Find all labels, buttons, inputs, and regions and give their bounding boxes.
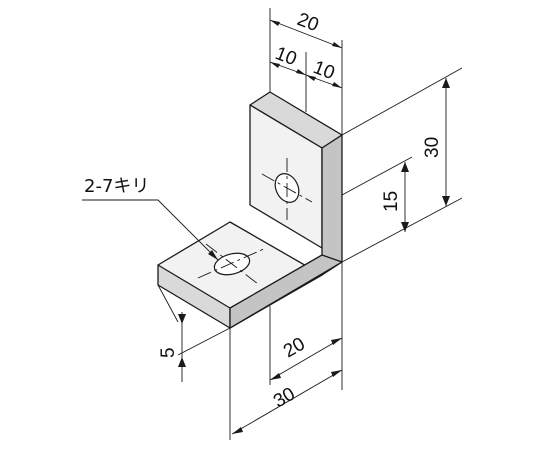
dim-hole-height: 15: [381, 191, 402, 212]
arrow-heads: [178, 20, 450, 434]
dim-thickness: 5: [158, 347, 179, 358]
dim-height-total: 30: [422, 137, 443, 158]
vertical-plate-side-face: [321, 134, 343, 276]
center-lines: [197, 158, 313, 285]
hole-note: 2-7キリ: [84, 176, 149, 197]
dim-bottom-total: 30: [270, 384, 299, 413]
bracket-body: [157, 91, 343, 329]
dim-top-total: 20: [294, 9, 321, 36]
dim-bottom-inner: 20: [280, 334, 309, 363]
